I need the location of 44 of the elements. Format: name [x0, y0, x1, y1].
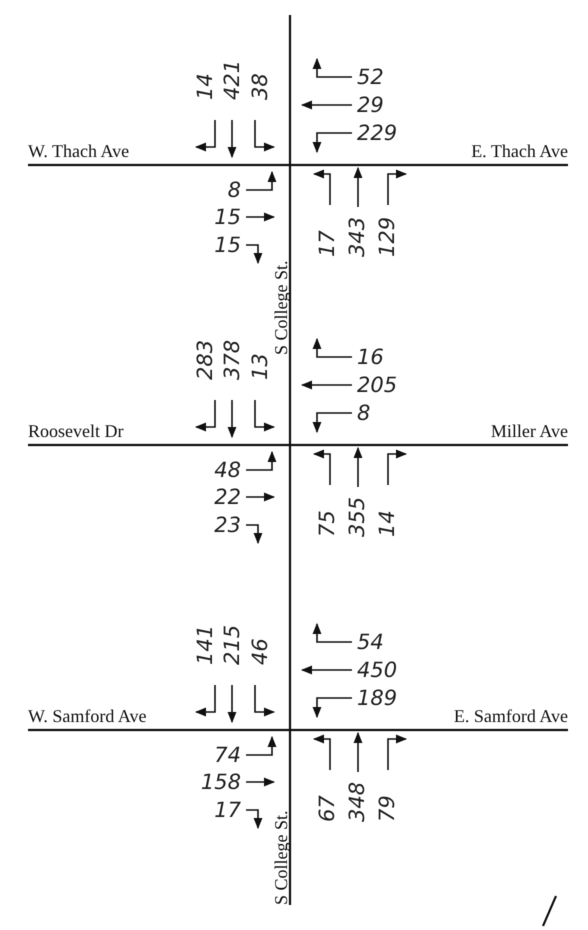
- street-name: Miller Ave: [490, 421, 568, 441]
- volume-count: 158: [200, 770, 241, 794]
- volume-count: 75: [315, 510, 339, 537]
- volume-count: 189: [357, 686, 398, 710]
- volume-count: 52: [357, 65, 384, 89]
- volume-count: 38: [248, 73, 272, 100]
- volume-count: 67: [315, 795, 339, 822]
- volume-count: 343: [345, 216, 369, 257]
- street-name: W. Thach Ave: [28, 141, 130, 161]
- volume-count: 205: [357, 373, 398, 397]
- volume-count: 13: [248, 353, 272, 380]
- street-name: E. Samford Ave: [454, 706, 568, 726]
- volume-count: 8: [357, 401, 370, 425]
- volume-count: 15: [214, 205, 241, 229]
- volume-count: 355: [345, 496, 369, 537]
- volume-count: 54: [357, 630, 384, 654]
- volume-count: 8: [228, 178, 241, 202]
- volume-count: 29: [357, 93, 384, 117]
- volume-count: 16: [357, 345, 384, 369]
- volume-count: 14: [375, 510, 399, 537]
- volume-count: 22: [214, 485, 241, 509]
- volume-count: 17: [214, 798, 241, 822]
- street-name: S College St.: [271, 260, 291, 355]
- volume-count: 215: [220, 624, 244, 665]
- volume-count: 46: [248, 638, 272, 665]
- volume-count: 378: [220, 340, 244, 380]
- street-name: S College St.: [271, 810, 291, 905]
- volume-count: 17: [315, 230, 339, 257]
- street-name: Roosevelt Dr: [28, 421, 124, 441]
- volume-count: 23: [214, 513, 241, 537]
- street-name: E. Thach Ave: [471, 141, 568, 161]
- street-name: W. Samford Ave: [28, 706, 146, 726]
- volume-count: 450: [357, 658, 398, 682]
- volume-count: 129: [375, 216, 399, 257]
- volume-count: 283: [193, 340, 217, 380]
- volume-count: 14: [193, 73, 217, 100]
- volume-count: 74: [214, 743, 241, 767]
- volume-count: 79: [375, 795, 399, 822]
- volume-count: 48: [214, 458, 241, 482]
- volume-count: 229: [357, 121, 398, 145]
- volume-count: 348: [345, 782, 369, 822]
- volume-count: 141: [193, 624, 217, 665]
- volume-count: 421: [220, 60, 244, 100]
- volume-count: 15: [214, 233, 241, 257]
